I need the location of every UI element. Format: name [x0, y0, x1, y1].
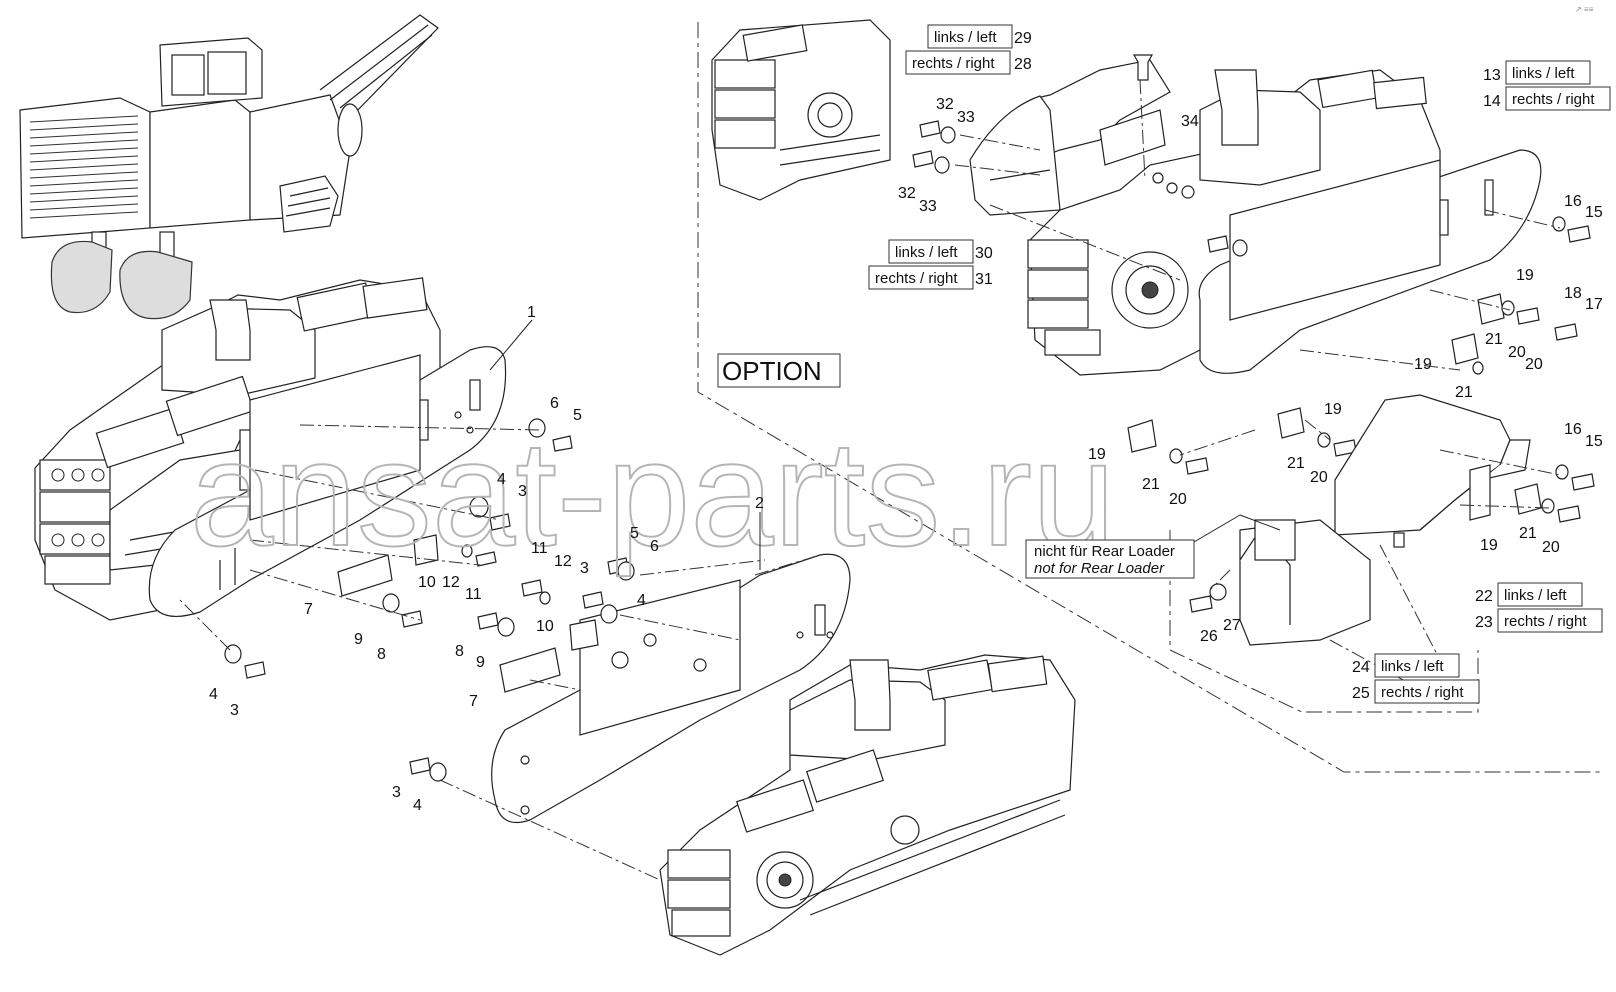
option-track-assembly	[1027, 69, 1542, 376]
callout-27: 27	[1223, 617, 1241, 634]
label-28-text: rechts / right	[912, 55, 995, 72]
callout-12: 12	[442, 574, 460, 591]
option-cover-30	[969, 95, 1061, 216]
callout-19: 19	[1414, 356, 1432, 373]
callout-6: 6	[550, 395, 559, 412]
callout-33: 33	[919, 198, 937, 215]
boxed-labels: links / left 29 rechts / right 28 13 lin…	[868, 24, 1611, 704]
left-track-assembly	[34, 277, 441, 621]
callout-21: 21	[1455, 384, 1473, 401]
inset-track-detail	[711, 19, 891, 201]
label-23-number: 23	[1475, 614, 1493, 631]
callout-5: 5	[630, 525, 639, 542]
label-30-number: 30	[975, 245, 993, 262]
corner-mark: ↗ ≡≡	[1575, 5, 1594, 14]
option-hardware-top	[912, 54, 1248, 257]
callout-32: 32	[936, 96, 954, 113]
callout-8: 8	[455, 643, 464, 660]
callout-19: 19	[1088, 446, 1106, 463]
callout-4: 4	[209, 686, 218, 703]
callout-3: 3	[580, 560, 589, 577]
callout-3: 3	[392, 784, 401, 801]
right-track-assembly	[659, 654, 1076, 956]
label-13-text: links / left	[1512, 65, 1575, 82]
callout-18: 18	[1564, 285, 1582, 302]
label-31-text: rechts / right	[875, 270, 958, 287]
callout-20: 20	[1508, 344, 1526, 361]
note-box	[1025, 539, 1195, 579]
callout-21: 21	[1485, 331, 1503, 348]
label-31-number: 31	[975, 271, 993, 288]
callout-4: 4	[497, 471, 506, 488]
callout-11: 11	[531, 540, 548, 557]
label-24-text: links / left	[1381, 658, 1444, 675]
callout-9: 9	[354, 631, 363, 648]
label-14-text: rechts / right	[1512, 91, 1595, 108]
label-25-text: rechts / right	[1381, 684, 1464, 701]
callout-19: 19	[1324, 401, 1342, 418]
callout-20: 20	[1525, 356, 1543, 373]
assembly-lines-left	[179, 424, 821, 881]
option-guard-24	[1239, 519, 1371, 646]
callout-15: 15	[1585, 433, 1603, 450]
note-text-de: nicht für Rear Loader	[1034, 543, 1175, 560]
callout-19: 19	[1480, 537, 1498, 554]
callout-34: 34	[1181, 113, 1199, 130]
option-plates-19	[1127, 293, 1542, 515]
label-29-text: links / left	[934, 29, 997, 46]
label-24-number: 24	[1352, 659, 1370, 676]
callout-12: 12	[554, 553, 572, 570]
label-13-number: 13	[1483, 67, 1501, 84]
callout-7: 7	[469, 693, 478, 710]
label-14-number: 14	[1483, 93, 1501, 110]
callout-3: 3	[518, 483, 527, 500]
callout-15: 15	[1585, 204, 1603, 221]
callout-16: 16	[1564, 193, 1582, 210]
label-23-text: rechts / right	[1504, 613, 1587, 630]
callout-10: 10	[418, 574, 436, 591]
callout-8: 8	[377, 646, 386, 663]
callout-19: 19	[1516, 267, 1534, 284]
left-hardware	[224, 418, 635, 782]
cover-plate-2	[491, 553, 851, 824]
callout-21: 21	[1287, 455, 1305, 472]
label-22-number: 22	[1475, 588, 1493, 605]
callout-20: 20	[1310, 469, 1328, 486]
note-leader	[1193, 514, 1281, 543]
option-label: OPTION	[722, 356, 822, 386]
label-22-text: links / left	[1504, 587, 1567, 604]
callout-21: 21	[1142, 476, 1160, 493]
label-28-number: 28	[1014, 56, 1032, 73]
label-29-number: 29	[1014, 30, 1032, 47]
callout-1: 1	[527, 304, 536, 321]
option-fasteners	[1169, 216, 1595, 613]
callout-26: 26	[1200, 628, 1218, 645]
callout-3: 3	[230, 702, 239, 719]
callout-20: 20	[1542, 539, 1560, 556]
callout-17: 17	[1585, 296, 1603, 313]
watermark-text: ansat-parts.ru	[190, 409, 1115, 577]
callout-4: 4	[413, 797, 422, 814]
option-box	[717, 353, 841, 388]
note-text-en: not for Rear Loader	[1034, 560, 1165, 577]
callout-5: 5	[573, 407, 582, 424]
callout-numbers: 1 2 6 5 4 3 11 12 10 12 11 5 6 3 4 7 9 8…	[209, 96, 1603, 814]
callout-7: 7	[304, 601, 313, 618]
callout-21: 21	[1519, 525, 1537, 542]
callout-11: 11	[465, 586, 482, 603]
callout-20: 20	[1169, 491, 1187, 508]
callout-4: 4	[637, 592, 646, 609]
option-guard-22	[1334, 394, 1531, 548]
callout-2: 2	[755, 495, 764, 512]
callout-32: 32	[898, 185, 916, 202]
callout-33: 33	[957, 109, 975, 126]
label-25-number: 25	[1352, 685, 1370, 702]
callout-16: 16	[1564, 421, 1582, 438]
callout-10: 10	[536, 618, 554, 635]
callout-9: 9	[476, 654, 485, 671]
label-30-text: links / left	[895, 244, 958, 261]
machine-overview-illustration	[19, 14, 439, 320]
callout-6: 6	[650, 538, 659, 555]
